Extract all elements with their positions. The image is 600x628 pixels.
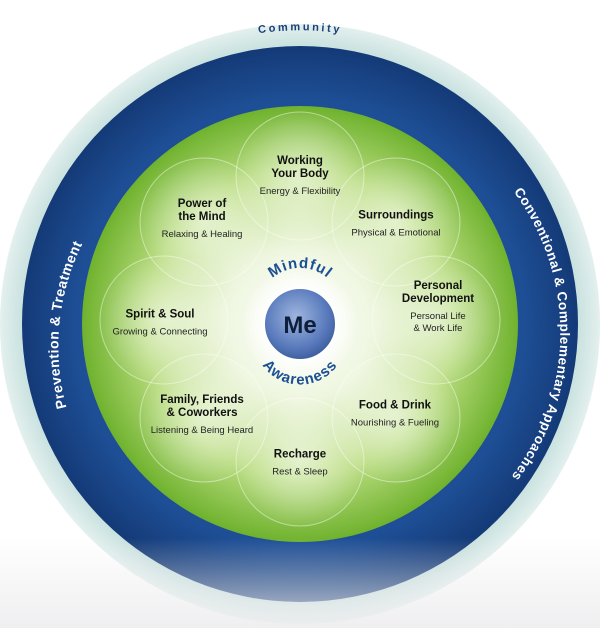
petal-title: Family, Friends: [160, 394, 244, 406]
petal-title: Surroundings: [358, 210, 433, 222]
petal-title: Working: [277, 155, 323, 167]
petal-power-of-the-mind: [139, 157, 269, 287]
petal-subtitle: Energy & Flexibility: [260, 186, 341, 197]
petal-subtitle: Relaxing & Healing: [162, 229, 243, 240]
petal-subtitle: Rest & Sleep: [272, 467, 327, 478]
petal-title: Spirit & Soul: [126, 309, 195, 321]
petal-subtitle: Personal Life: [410, 311, 465, 322]
petal-subtitle: Physical & Emotional: [351, 228, 440, 239]
petal-title: Your Body: [271, 168, 329, 180]
petal-title: the Mind: [178, 211, 225, 223]
petal-title: Food & Drink: [359, 400, 432, 412]
petal-title: & Coworkers: [167, 407, 238, 419]
petal-title: Development: [402, 293, 474, 305]
petal-subtitle: Nourishing & Fueling: [351, 418, 439, 429]
petal-shapes: [99, 111, 501, 527]
petal-title: Recharge: [274, 449, 326, 461]
center-me-circle: [263, 287, 337, 361]
center-me-label: Me: [283, 312, 316, 339]
petal-subtitle: Listening & Being Heard: [151, 425, 253, 436]
petal-subtitle: & Work Life: [414, 323, 463, 334]
community-label: Community: [257, 21, 342, 36]
petal-subtitle: Growing & Connecting: [112, 327, 207, 338]
petal-title: Power of: [178, 198, 227, 210]
petal-title: Personal: [414, 280, 463, 292]
